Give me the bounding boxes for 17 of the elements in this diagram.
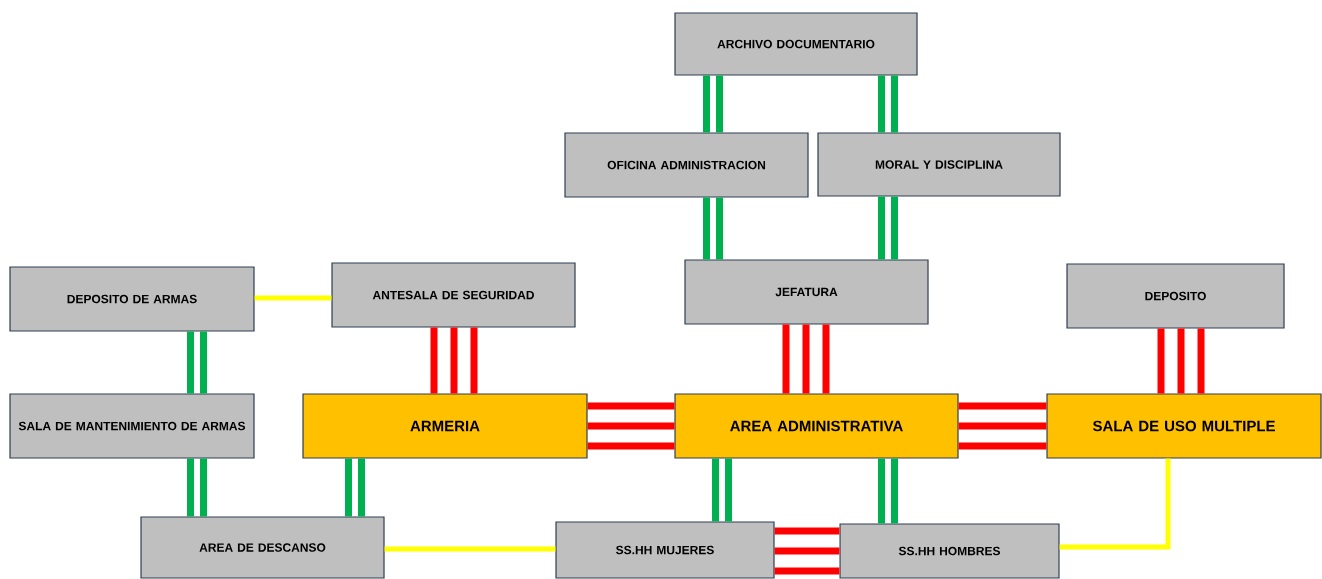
area-box: SALA DE USO MULTIPLE (1046, 393, 1322, 459)
connector (384, 546, 556, 552)
connector (1059, 458, 1171, 550)
area-box: ARMERIA (302, 393, 588, 459)
room-box: SS.HH HOMBRES (839, 523, 1060, 579)
room-box: AREA DE DESCANSO (140, 516, 385, 579)
area-box: AREA ADMINISTRATIVA (674, 393, 959, 459)
room-box: SALA DE MANTENIMIENTO DE ARMAS (9, 393, 255, 459)
room-box: DEPOSITO DE ARMAS (9, 266, 255, 332)
room-box: MORAL Y DISCIPLINA (817, 132, 1061, 197)
room-box: OFICINA ADMINISTRACION (564, 132, 809, 198)
room-box: ARCHIVO DOCUMENTARIO (674, 12, 918, 76)
room-box: DEPOSITO (1066, 263, 1285, 329)
room-box: SS.HH MUJERES (555, 521, 775, 579)
room-box: ANTESALA DE SEGURIDAD (331, 262, 576, 328)
connector (254, 295, 332, 301)
room-box: JEFATURA (684, 259, 929, 325)
